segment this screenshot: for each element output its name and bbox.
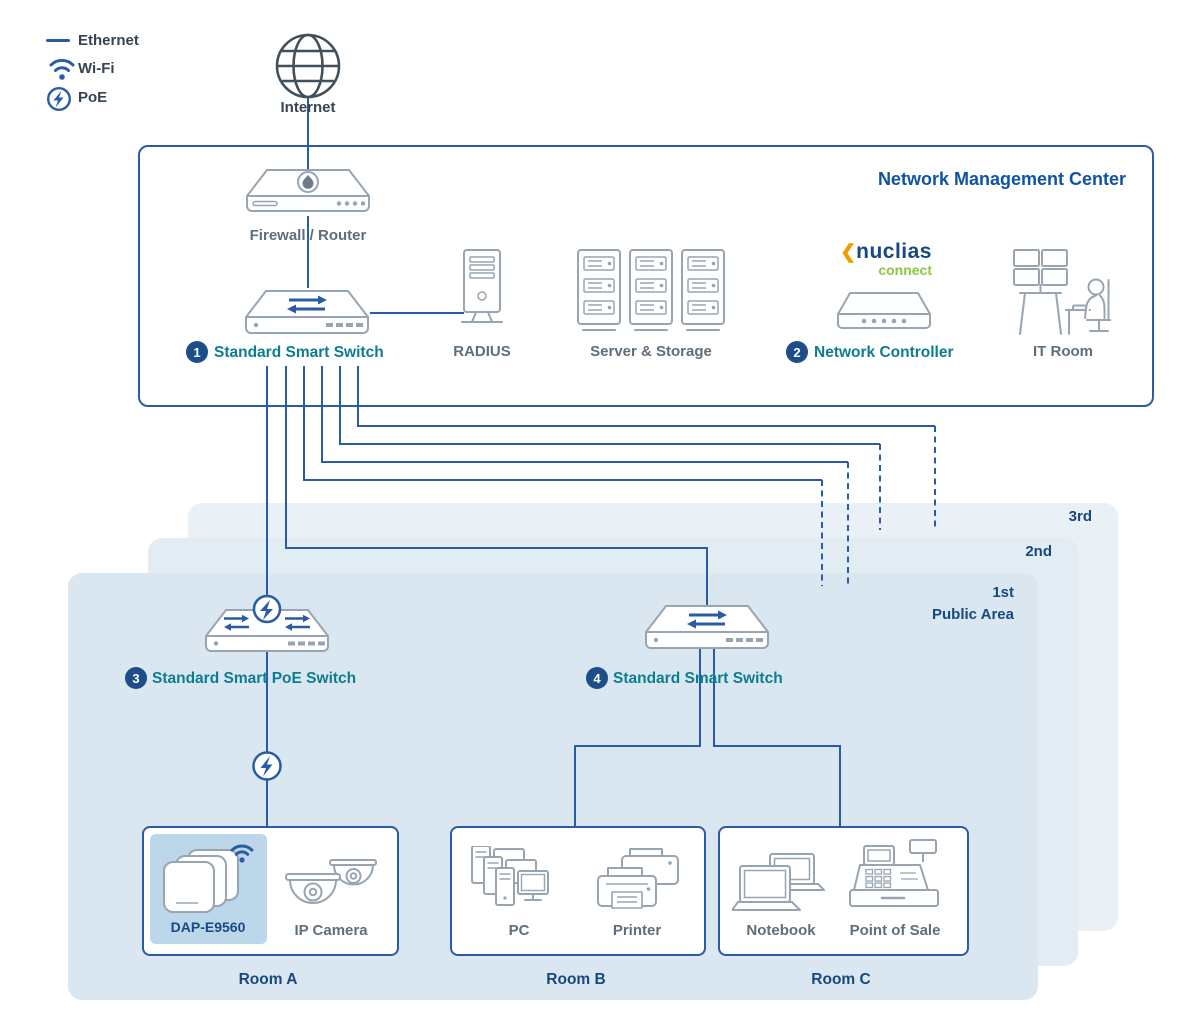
pc-icon	[471, 846, 549, 906]
ethernet-line-icon	[46, 39, 70, 42]
badge-1: 1	[186, 341, 208, 363]
poe-icon	[46, 86, 72, 112]
notebook-icon	[732, 853, 825, 911]
room-a-label: Room A	[238, 971, 298, 988]
printer-icon	[597, 848, 679, 909]
floor-3-label: 3rd	[1068, 508, 1092, 525]
point-of-sale-icon	[849, 839, 939, 907]
room-b-label: Room B	[546, 971, 606, 988]
internet-label: Internet	[280, 99, 336, 116]
network-controller-label: Network Controller	[814, 344, 954, 361]
access-point-stack-icon	[163, 844, 254, 913]
switch-4-label: Standard Smart Switch	[613, 670, 783, 687]
legend-wifi-label: Wi-Fi	[78, 60, 115, 77]
server-storage-icon	[577, 249, 725, 331]
management-center-title: Network Management Center	[877, 169, 1126, 189]
public-area-label: Public Area	[932, 606, 1014, 623]
badge-2: 2	[786, 341, 808, 363]
legend-ethernet-label: Ethernet	[78, 32, 139, 49]
nuclias-chevron-icon: ❮	[840, 242, 857, 263]
firewall-label: Firewall / Router	[249, 227, 367, 244]
badge-3: 3	[125, 667, 147, 689]
room-c-label: Room C	[811, 971, 871, 988]
internet-icon	[275, 33, 341, 99]
floor-2-label: 2nd	[1025, 543, 1052, 560]
floor-1-label: 1st	[992, 584, 1014, 601]
ip-camera-icon	[285, 859, 377, 904]
legend-poe-label: PoE	[78, 89, 108, 106]
it-room-label: IT Room	[1033, 343, 1093, 360]
switch-1-icon	[245, 290, 369, 334]
poe-switch-label: Standard Smart PoE Switch	[152, 670, 357, 687]
nuclias-connect-label: connect	[878, 262, 932, 278]
switch-1-label: Standard Smart Switch	[214, 344, 384, 361]
nuclias-logo: ❮nuclias connect	[840, 241, 932, 277]
notebook-label: Notebook	[746, 922, 816, 939]
nuclias-wordmark: ❮nuclias	[840, 240, 932, 263]
poe-cable-icon	[252, 751, 282, 781]
poe-switch-icon	[205, 594, 329, 652]
ip-camera-label: IP Camera	[294, 922, 368, 939]
radius-label: RADIUS	[453, 343, 511, 360]
printer-label: Printer	[612, 922, 662, 939]
switch-4-icon	[645, 605, 769, 649]
it-room-icon	[1013, 249, 1111, 335]
network-controller-icon	[837, 292, 931, 329]
server-storage-label: Server & Storage	[590, 343, 712, 360]
badge-4: 4	[586, 667, 608, 689]
firewall-icon	[246, 169, 370, 212]
point-of-sale-label: Point of Sale	[849, 922, 941, 939]
wifi-icon	[49, 58, 75, 80]
pc-label: PC	[508, 922, 530, 939]
radius-server-icon	[461, 249, 503, 323]
dap-label: DAP-E9560	[170, 919, 246, 935]
